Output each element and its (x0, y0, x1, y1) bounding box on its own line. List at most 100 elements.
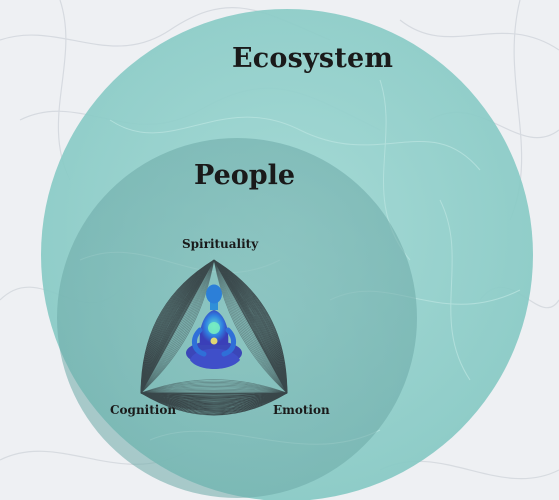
triad-inner-string (213, 259, 288, 394)
triad-string (140, 259, 215, 394)
triad-string (213, 259, 288, 394)
triad-string (140, 392, 288, 401)
triad-string (213, 259, 288, 394)
triad-string (213, 259, 288, 394)
triad-string (140, 392, 288, 399)
triad-string (213, 259, 288, 394)
triad-inner-string (140, 390, 288, 394)
triad-string (140, 392, 288, 404)
triad-string (213, 259, 288, 394)
spirituality-label: Spirituality (182, 237, 259, 251)
triad-inner-string (140, 259, 215, 394)
triad-inner-string (213, 259, 288, 394)
triad-string (140, 259, 215, 394)
triad-string (140, 392, 288, 405)
triad-inner-string (140, 379, 288, 394)
triad-string (140, 259, 215, 394)
triad-inner-string (213, 259, 288, 394)
triad-inner-string (140, 259, 215, 394)
triad-string (140, 259, 215, 394)
triad-inner-string (140, 259, 215, 394)
triad-string (213, 259, 288, 394)
triad-string (213, 259, 288, 394)
triad-string (140, 392, 288, 397)
triad-inner-string (140, 259, 215, 394)
triad-string (140, 392, 288, 406)
triad-string (140, 392, 288, 396)
triad-inner-string (213, 259, 288, 394)
triad-string (140, 259, 215, 394)
triad-string (213, 259, 288, 394)
triad-inner-string (140, 383, 288, 394)
triad-string (213, 259, 288, 394)
triad-string (140, 392, 288, 400)
triad-string (140, 392, 288, 412)
triad-figure (140, 259, 288, 416)
emotion-label: Emotion (273, 403, 330, 417)
triad-string (140, 259, 215, 394)
meditating-person-icon (186, 284, 242, 369)
triad-string (140, 259, 215, 394)
triad-inner-string (140, 259, 215, 394)
triad-string (140, 392, 288, 398)
triad-string (213, 259, 288, 394)
triad-string (140, 259, 215, 394)
triad-string (140, 392, 288, 412)
triad-string (140, 392, 288, 409)
triad-string (213, 259, 288, 394)
triad-inner-string (213, 259, 288, 394)
triad-inner-string (213, 259, 288, 394)
triad-string (140, 392, 288, 401)
triad-inner-string (213, 259, 288, 394)
triad-inner-string (140, 259, 215, 394)
triad-string (213, 259, 288, 394)
triad-string (140, 259, 215, 394)
triad-string (213, 259, 288, 394)
triad-inner-string (140, 380, 288, 394)
triad-string (140, 259, 215, 394)
triad-string (213, 259, 288, 394)
triad-inner-string (213, 259, 288, 394)
triad-string (213, 259, 288, 394)
triad-string (140, 259, 215, 394)
triad-string (213, 259, 288, 394)
cognition-label: Cognition (110, 403, 177, 417)
triad-string (140, 259, 215, 394)
triad-inner-string (140, 259, 215, 394)
triad-inner-string (140, 388, 288, 394)
triad-string (140, 259, 215, 394)
triad-string (140, 392, 288, 413)
triad-string (140, 259, 215, 394)
triad-string (213, 259, 288, 394)
triad-string (140, 392, 288, 410)
triad-string (140, 392, 288, 403)
triad-string (140, 259, 215, 394)
triad-string (140, 392, 288, 411)
triad-string (140, 392, 288, 395)
triad-string (213, 259, 288, 394)
triad-string (140, 392, 288, 415)
triad-string (140, 259, 215, 394)
triad-string (140, 392, 288, 407)
triad-inner-string (140, 384, 288, 394)
triad-inner-string (140, 391, 288, 394)
triad-string (140, 392, 288, 402)
triad-inner-string (140, 259, 215, 394)
triad-string (140, 392, 288, 396)
triad-inner-string (140, 387, 288, 394)
people-circle (57, 138, 417, 498)
triad-string (140, 259, 215, 394)
triad-string (140, 259, 215, 394)
triad-inner-string (213, 259, 288, 394)
triad-string (213, 259, 288, 394)
triad-inner-string (140, 259, 215, 394)
triad-string (140, 259, 215, 394)
triad-inner-string (140, 259, 215, 394)
triad-string (213, 259, 288, 394)
triad-inner-string (140, 259, 215, 394)
people-label: People (194, 160, 296, 191)
triad-string (140, 392, 288, 416)
triad-inner-string (140, 382, 288, 394)
triad-string (140, 392, 288, 407)
